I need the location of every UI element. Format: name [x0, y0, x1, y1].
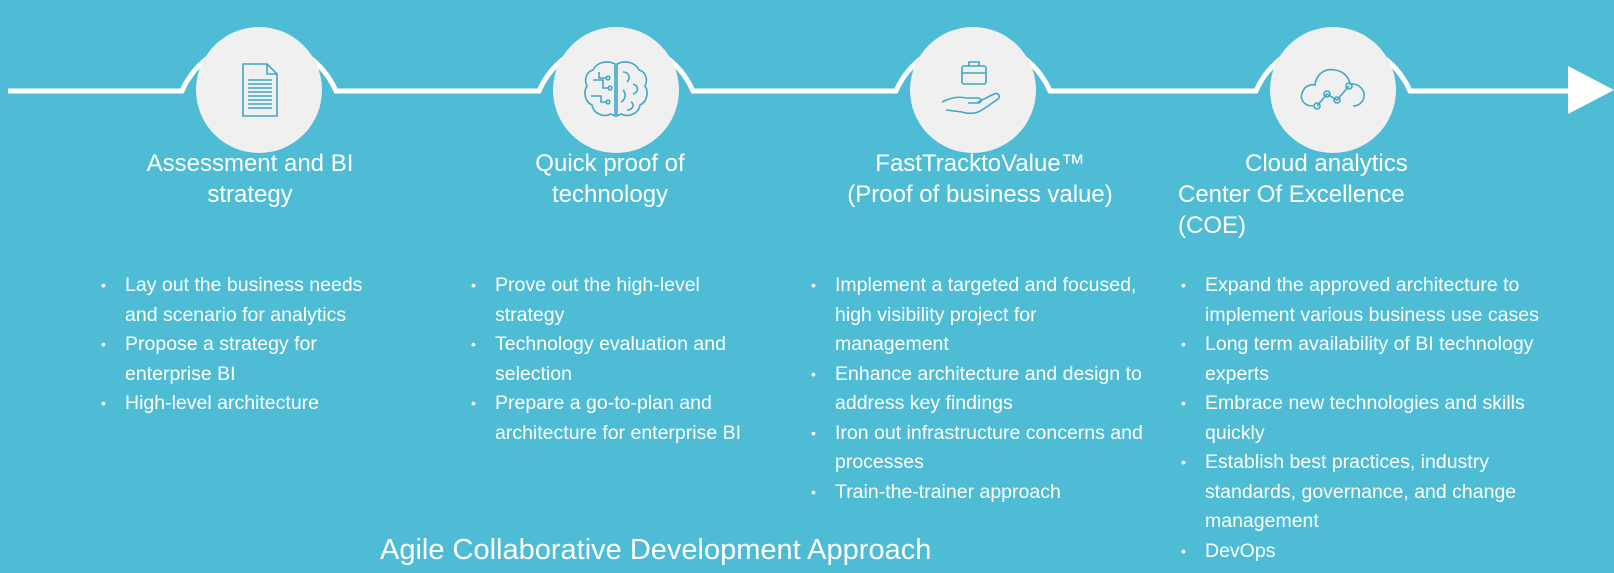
footer-caption: Agile Collaborative Development Approach: [380, 534, 932, 566]
stage-4-icon-circle: [1270, 27, 1396, 153]
list-item: High-level architecture: [100, 389, 390, 419]
stage-3-bullets: Implement a targeted and focused, high v…: [810, 271, 1145, 507]
list-item: Technology evaluation and selection: [470, 330, 770, 389]
stage-1-title-line-1: Assessment and BI: [146, 150, 354, 177]
stage-4-title-line-1: Cloud analytics: [1245, 150, 1408, 177]
list-item: Lay out the business needs and scenario …: [100, 271, 390, 330]
stage-2-title: Quick proof of technology: [490, 148, 730, 210]
list-item: Establish best practices, industry stand…: [1180, 448, 1556, 537]
list-item: Expand the approved architecture to impl…: [1180, 271, 1556, 330]
stage-3-title-line-1: FastTracktoValue™: [875, 150, 1085, 177]
list-item: Prove out the high-level strategy: [470, 271, 770, 330]
list-item: DevOps: [1180, 537, 1556, 567]
stage-2-title-line-1: Quick proof of: [535, 150, 685, 177]
stage-4-bullets: Expand the approved architecture to impl…: [1180, 271, 1556, 566]
cloud-analytics-icon: [1300, 68, 1365, 110]
stage-3-title-line-2: (Proof of business value): [847, 181, 1113, 208]
stage-4-title: Cloud analytics Center Of Excellence (CO…: [1178, 148, 1478, 241]
stage-4-title-line-2: Center Of Excellence: [1178, 181, 1405, 208]
stage-2-title-line-2: technology: [551, 181, 669, 208]
brain-circuit-icon: [584, 61, 648, 118]
stage-2-icon-circle: [553, 27, 679, 153]
stage-1-icon-circle: [196, 27, 322, 153]
list-item: Long term availability of BI technology …: [1180, 330, 1556, 389]
list-item: Implement a targeted and focused, high v…: [810, 271, 1145, 360]
list-item: Train-the-trainer approach: [810, 478, 1145, 508]
list-item: Embrace new technologies and skills quic…: [1180, 389, 1556, 448]
stage-3-icon-circle: [910, 27, 1036, 153]
document-icon: [242, 63, 278, 117]
hand-briefcase-icon: [941, 61, 1001, 115]
list-item: Propose a strategy for enterprise BI: [100, 330, 390, 389]
stage-1-title: Assessment and BI strategy: [130, 148, 370, 210]
timeline-arrowhead: [1568, 66, 1614, 114]
list-item: Enhance architecture and design to addre…: [810, 360, 1145, 419]
stage-1-title-line-2: strategy: [207, 181, 293, 208]
stage-3-title: FastTracktoValue™ (Proof of business val…: [820, 148, 1140, 210]
list-item: Iron out infrastructure concerns and pro…: [810, 419, 1145, 478]
stage-1-bullets: Lay out the business needs and scenario …: [100, 271, 390, 419]
list-item: Prepare a go-to-plan and architecture fo…: [470, 389, 770, 448]
stage-2-bullets: Prove out the high-level strategy Techno…: [470, 271, 770, 448]
stage-4-title-line-3: (COE): [1178, 212, 1246, 239]
